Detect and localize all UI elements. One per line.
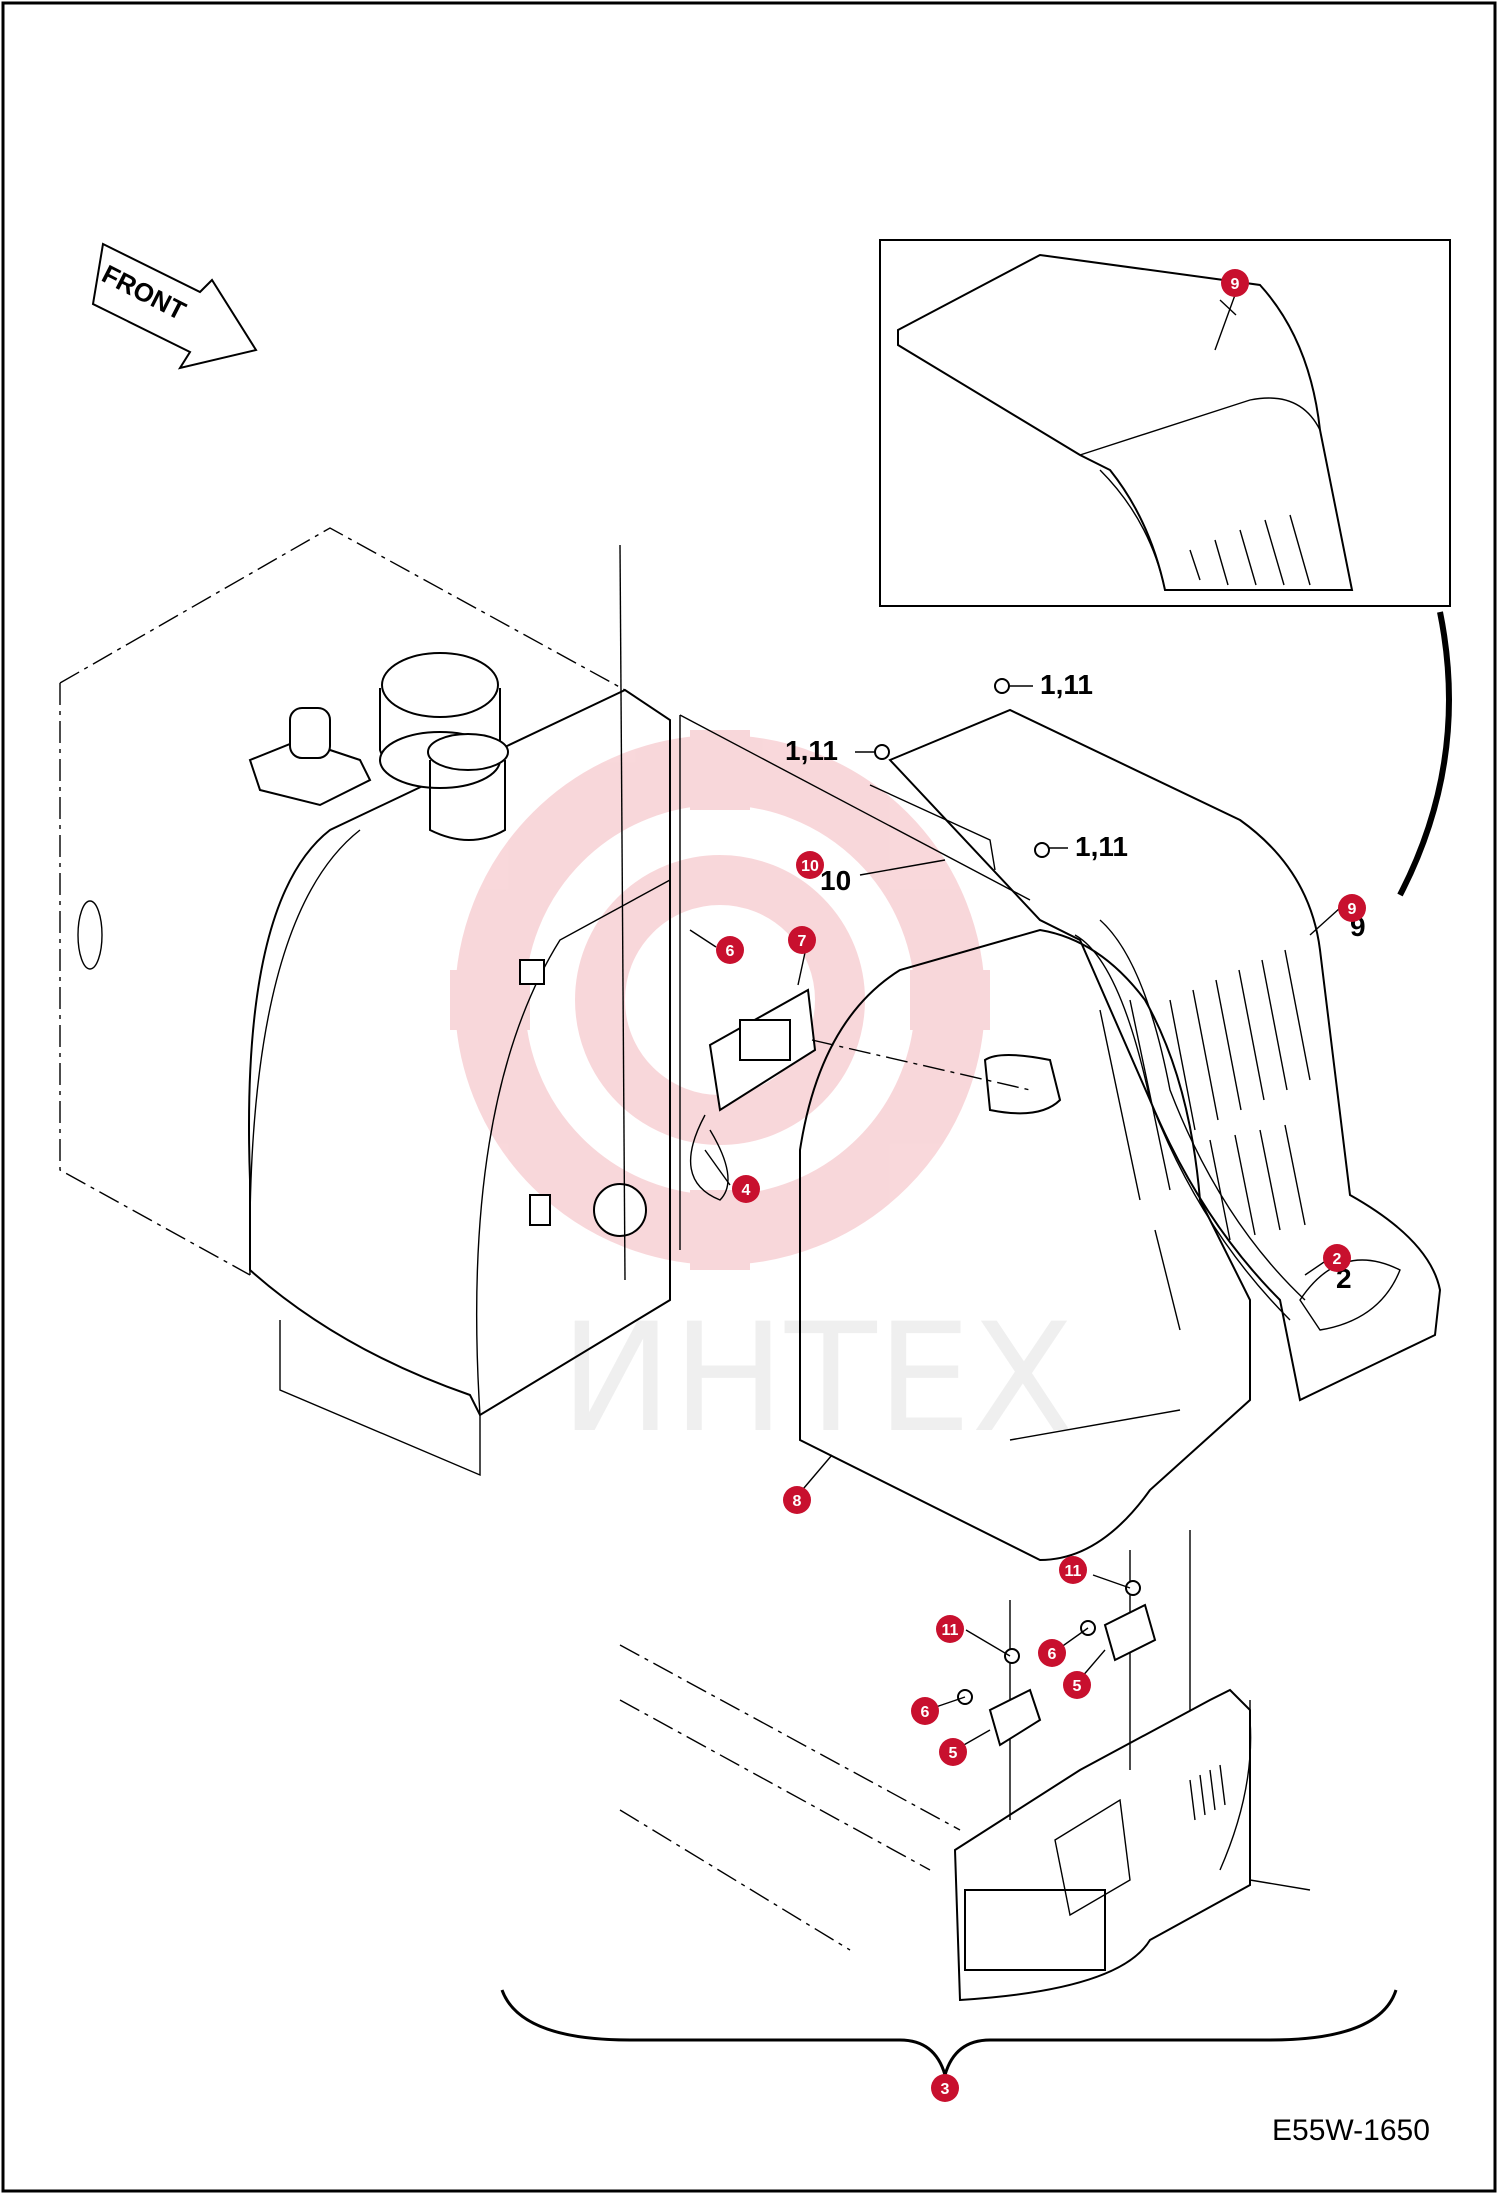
- marker-6-left: 6: [911, 1697, 939, 1725]
- marker-6-right: 6: [1038, 1639, 1066, 1667]
- callout-10: 10: [820, 865, 851, 896]
- marker-5-right: 5: [1063, 1671, 1091, 1699]
- base-frame: [619, 1530, 1311, 2002]
- marker-3: 3: [931, 2074, 959, 2102]
- inset-box: [879, 239, 1451, 607]
- svg-text:7: 7: [798, 933, 807, 950]
- marker-9: 9: [1338, 894, 1366, 922]
- marker-4: 4: [732, 1175, 760, 1203]
- callout-1-11-top: 1,11: [1040, 669, 1093, 700]
- svg-text:8: 8: [793, 1493, 802, 1510]
- callout-labels: 1,11 1,11 1,11 10 9 2: [785, 669, 1366, 1294]
- drawing-number: E55W-1650: [1272, 2114, 1430, 2147]
- markers: 9 10 7 6 4 9 2 8 11 11 6 6 5 5 3: [716, 269, 1366, 2102]
- front-arrow: FRONT: [91, 242, 258, 370]
- inset-leader: [1397, 611, 1452, 897]
- marker-7: 7: [788, 926, 816, 954]
- front-label: FRONT: [97, 259, 191, 326]
- svg-text:4: 4: [742, 1182, 751, 1199]
- watermark-text: ИНТЕХ: [560, 1292, 1074, 1466]
- marker-11-right: 11: [1059, 1556, 1087, 1584]
- marker-6-top: 6: [716, 936, 744, 964]
- svg-text:9: 9: [1348, 901, 1357, 918]
- svg-text:6: 6: [726, 943, 735, 960]
- svg-text:11: 11: [942, 1622, 959, 1639]
- marker-9-inset: 9: [1221, 269, 1249, 297]
- hinges: [957, 1580, 1157, 1747]
- cover-8: [799, 928, 1251, 1562]
- svg-text:6: 6: [921, 1704, 930, 1721]
- svg-text:2: 2: [1333, 1251, 1342, 1268]
- assembly-brace: [500, 1989, 1398, 2081]
- side-wall: [619, 544, 1031, 1281]
- watermark: ИНТЕХ: [450, 730, 1074, 1466]
- marker-5-left: 5: [939, 1738, 967, 1766]
- svg-text:11: 11: [1065, 1563, 1082, 1580]
- marker-11-left: 11: [936, 1615, 964, 1643]
- marker-10: 10: [796, 851, 824, 879]
- fuel-tank: [59, 527, 671, 1477]
- svg-text:6: 6: [1048, 1646, 1057, 1663]
- callout-1-11-right: 1,11: [1075, 831, 1128, 862]
- svg-text:3: 3: [941, 2081, 950, 2098]
- svg-text:5: 5: [1073, 1678, 1082, 1695]
- svg-text:10: 10: [801, 858, 819, 875]
- marker-2: 2: [1323, 1244, 1351, 1272]
- svg-text:5: 5: [949, 1745, 958, 1762]
- latch-7: [690, 988, 1031, 1201]
- svg-text:9: 9: [1231, 276, 1240, 293]
- marker-8: 8: [783, 1486, 811, 1514]
- callout-1-11-left: 1,11: [785, 735, 838, 766]
